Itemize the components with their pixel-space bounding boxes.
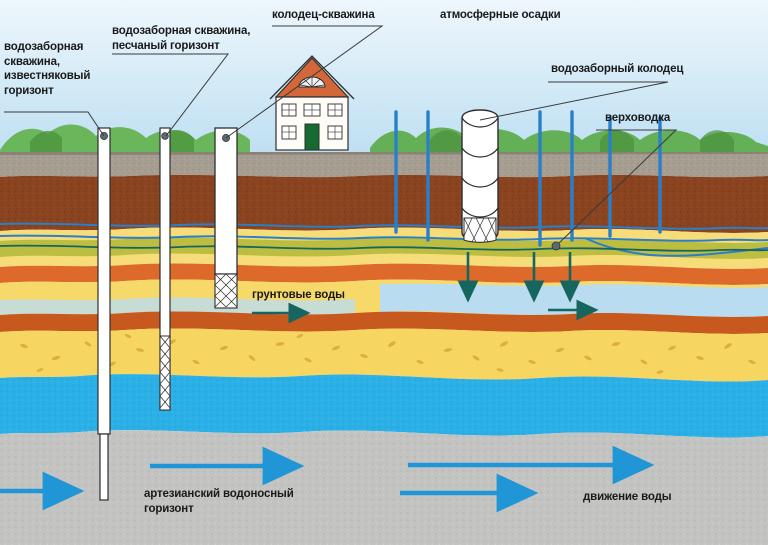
groundwater-arrows — [252, 252, 599, 324]
label-precipitation: атмосферные осадки — [440, 9, 561, 21]
label-intake-well: водозаборный колодец — [551, 63, 684, 75]
groundwater-layer — [0, 279, 768, 317]
leader-lines — [4, 25, 678, 247]
borehole-sand[interactable] — [159, 127, 171, 411]
house — [269, 55, 355, 151]
leader-limestone-well — [4, 111, 105, 137]
borehole-well[interactable] — [214, 127, 238, 309]
dug-well-filter-bottom — [463, 217, 497, 243]
label-artesian-aquifer: артезианский водоносный горизонт — [144, 488, 294, 515]
artesian-aquifer-layer — [0, 374, 768, 438]
groundwater-table-line — [0, 244, 768, 252]
label-ground-water: грунтовые воды — [252, 289, 345, 301]
leader-dots — [551, 241, 561, 251]
gable-fan-window — [299, 77, 325, 88]
clay-band-layer — [0, 311, 768, 334]
orange-clay-layer — [0, 263, 768, 285]
label-well-borehole: колодец-скважина — [272, 9, 375, 21]
leader-sand-well — [112, 53, 230, 137]
leader-intake-well — [479, 81, 669, 121]
leader-well-borehole — [225, 25, 384, 139]
precipitation-lines — [394, 110, 662, 247]
artesian-arrows — [0, 445, 655, 513]
perched-water-table — [0, 222, 768, 257]
topsoil-layer — [0, 152, 768, 178]
label-perched-water: верховодка — [605, 112, 671, 124]
clay-upper-layer — [0, 174, 768, 233]
label-limestone-well: водозаборная скважина, известняковый гор… — [4, 41, 91, 97]
label-sand-well: водозаборная скважина, песчаный горизонт — [112, 25, 251, 52]
sand-aquifer-layer — [0, 328, 768, 382]
limestone-layer — [0, 430, 768, 545]
label-water-movement: движение воды — [583, 491, 672, 503]
sand-speckles — [20, 333, 756, 374]
borehole-limestone[interactable] — [97, 127, 111, 501]
well-screen-sand — [159, 335, 171, 411]
leader-perched-water — [555, 129, 678, 247]
dug-well[interactable] — [461, 109, 499, 243]
sky-layer — [0, 0, 768, 152]
well-screen-borehole — [214, 273, 238, 309]
